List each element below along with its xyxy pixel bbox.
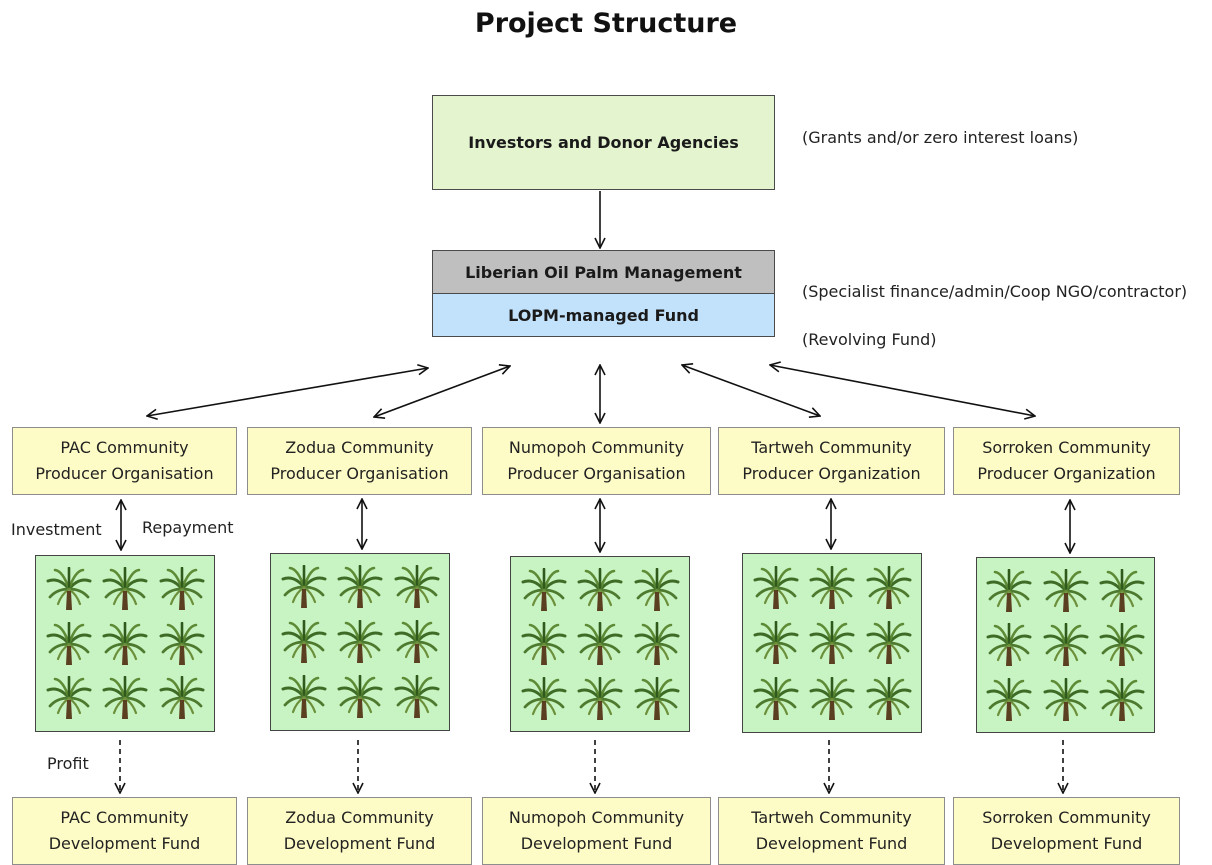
palm-tree-icon [865,676,913,721]
plantation-numopoh [510,556,690,732]
investors-note: (Grants and/or zero interest loans) [802,128,1079,147]
org-line2: Producer Organisation [507,464,686,483]
dev-line1: Sorroken Community [982,808,1151,827]
producer-org-sorroken: Sorroken Community Producer Organization [953,427,1180,495]
producer-org-pac: PAC Community Producer Organisation [12,427,237,495]
plantation-tartweh [742,553,922,733]
dev-fund-numopoh: Numopoh Community Development Fund [482,797,711,865]
palm-tree-icon [752,676,800,721]
management-label: Liberian Oil Palm Management [465,262,742,282]
plantation-sorroken [976,557,1155,733]
palm-tree-icon [45,675,93,720]
palm-tree-icon [808,676,856,721]
plantation-pac [35,555,215,732]
dev-line1: Zodua Community [285,808,434,827]
dev-line2: Development Fund [48,834,201,853]
plantation-zodua [270,553,450,731]
palm-tree-icon [865,620,913,665]
palm-tree-icon [520,567,568,612]
org-line2: Producer Organization [742,464,921,483]
palm-tree-icon [1042,677,1090,722]
org-line1: PAC Community [60,438,189,457]
palm-tree-icon [985,677,1033,722]
repayment-label: Repayment [142,518,234,537]
dev-line1: Numopoh Community [508,808,685,827]
fund-label: LOPM-managed Fund [508,305,699,325]
palm-tree-icon [158,566,206,611]
investors-box: Investors and Donor Agencies [432,95,775,190]
palm-tree-icon [393,674,441,719]
org-line1: Tartweh Community [751,438,912,457]
palm-tree-icon [1042,568,1090,613]
fund-tartweh-arrow [682,365,820,416]
dev-line2: Development Fund [755,834,908,853]
palm-tree-icon [633,567,681,612]
dev-line2: Development Fund [990,834,1143,853]
palm-tree-icon [1042,622,1090,667]
palm-tree-icon [1098,677,1146,722]
palm-tree-icon [158,675,206,720]
palm-tree-icon [336,619,384,664]
palm-tree-icon [576,676,624,721]
investment-label: Investment [11,520,102,539]
palm-tree-icon [336,674,384,719]
fund-box: LOPM-managed Fund [432,293,775,337]
org-line1: Numopoh Community [508,438,685,457]
palm-tree-icon [45,566,93,611]
palm-tree-icon [576,621,624,666]
dev-fund-tartweh: Tartweh Community Development Fund [718,797,945,865]
fund-note: (Revolving Fund) [802,330,937,349]
palm-tree-icon [865,565,913,610]
palm-tree-icon [1098,622,1146,667]
diagram-title: Project Structure [474,8,738,39]
management-note: (Specialist finance/admin/Coop NGO/contr… [802,282,1188,301]
dev-fund-zodua: Zodua Community Development Fund [247,797,472,865]
dev-line2: Development Fund [283,834,436,853]
palm-tree-icon [101,621,149,666]
investors-label: Investors and Donor Agencies [468,133,739,152]
org-line1: Sorroken Community [982,438,1151,457]
org-line2: Producer Organisation [35,464,214,483]
dev-line1: PAC Community [60,808,189,827]
palm-tree-icon [393,619,441,664]
management-box: Liberian Oil Palm Management [432,250,775,294]
dev-line1: Tartweh Community [751,808,912,827]
palm-tree-icon [101,675,149,720]
org-line2: Producer Organisation [270,464,449,483]
org-line1: Zodua Community [285,438,434,457]
dev-fund-sorroken: Sorroken Community Development Fund [953,797,1180,865]
producer-org-zodua: Zodua Community Producer Organisation [247,427,472,495]
palm-tree-icon [808,620,856,665]
palm-tree-icon [45,621,93,666]
producer-org-tartweh: Tartweh Community Producer Organization [718,427,945,495]
palm-tree-icon [985,568,1033,613]
palm-tree-icon [280,619,328,664]
fund-pac-arrow [147,368,428,416]
profit-label: Profit [47,754,89,773]
palm-tree-icon [633,676,681,721]
palm-tree-icon [520,621,568,666]
palm-tree-icon [101,566,149,611]
producer-org-numopoh: Numopoh Community Producer Organisation [482,427,711,495]
palm-tree-icon [808,565,856,610]
palm-tree-icon [752,620,800,665]
org-line2: Producer Organization [977,464,1156,483]
fund-sorroken-arrow [770,365,1035,416]
palm-tree-icon [576,567,624,612]
palm-tree-icon [1098,568,1146,613]
palm-tree-icon [752,565,800,610]
dev-fund-pac: PAC Community Development Fund [12,797,237,865]
palm-tree-icon [393,564,441,609]
palm-tree-icon [985,622,1033,667]
palm-tree-icon [336,564,384,609]
fund-zodua-arrow [374,366,510,417]
palm-tree-icon [520,676,568,721]
dev-line2: Development Fund [520,834,673,853]
palm-tree-icon [633,621,681,666]
palm-tree-icon [158,621,206,666]
palm-tree-icon [280,564,328,609]
palm-tree-icon [280,674,328,719]
